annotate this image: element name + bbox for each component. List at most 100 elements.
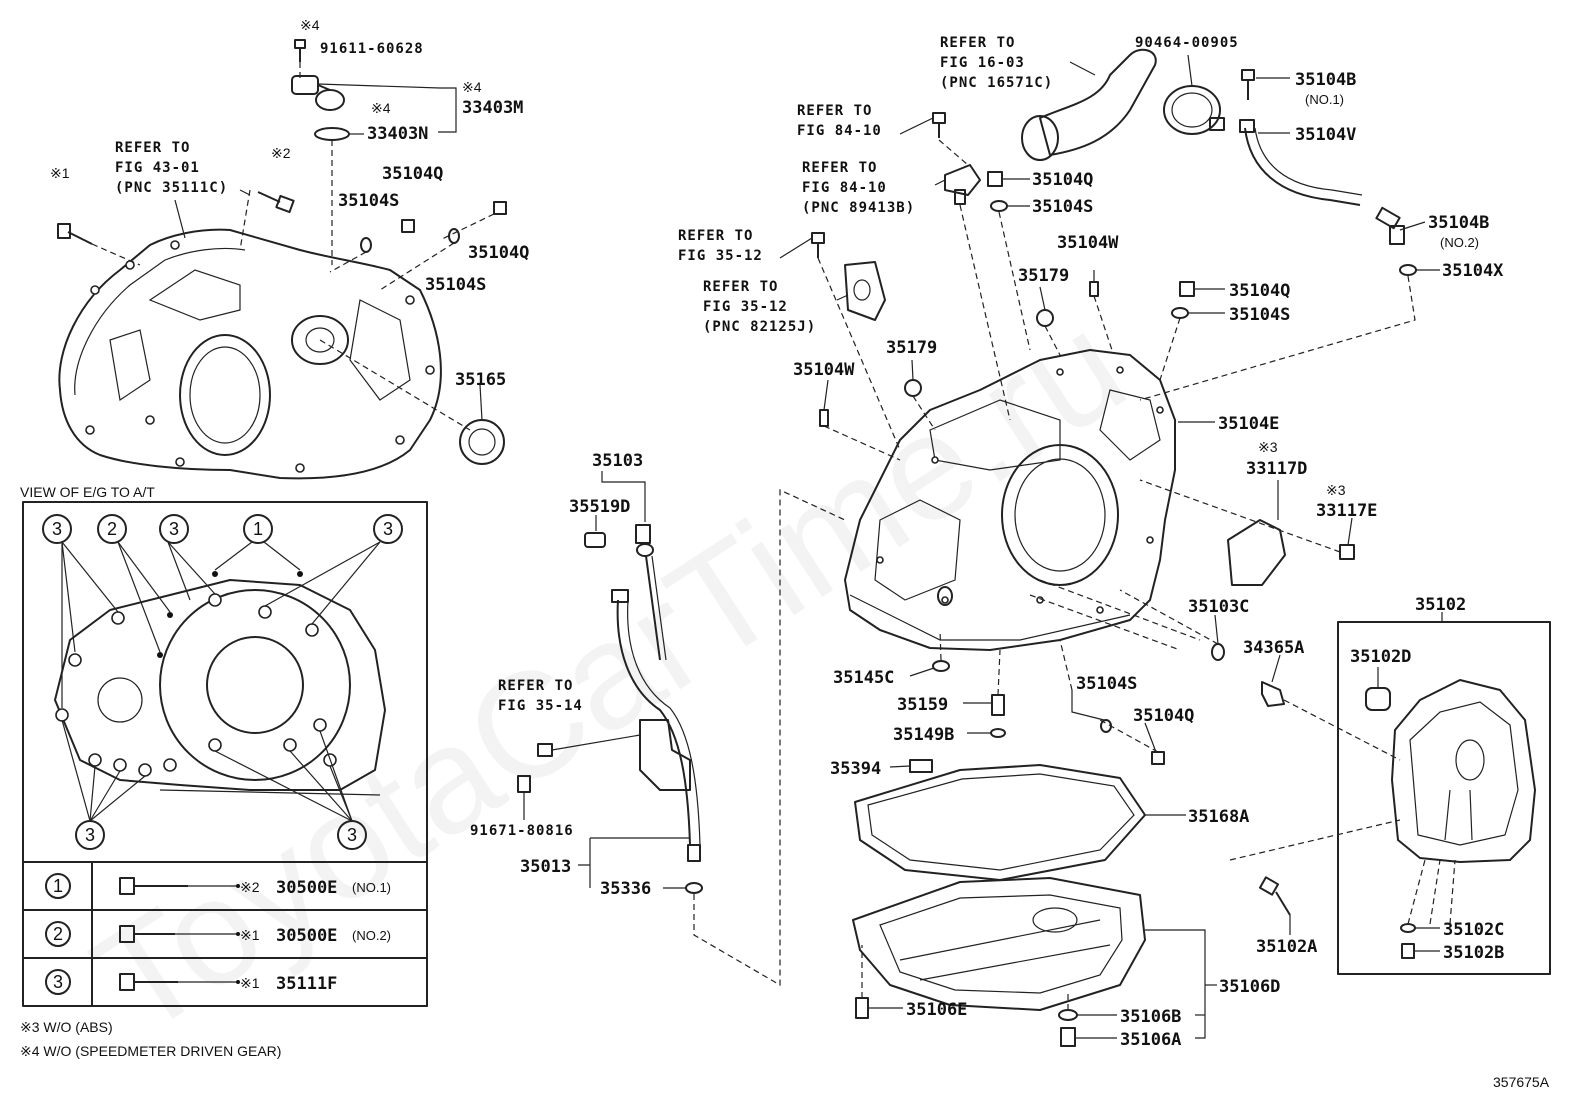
label-90464-00905: 90464-00905 — [1135, 35, 1239, 51]
label-35106d: 35106D — [1219, 977, 1280, 997]
svg-text:REFER TO: REFER TO — [703, 279, 778, 295]
mark-2-bolt: ※2 — [271, 145, 291, 161]
bolt-35104q-d — [1179, 281, 1195, 297]
label-33403n: 33403N — [367, 124, 428, 144]
bolt-35104q-b — [493, 201, 507, 215]
svg-text:REFER TO: REFER TO — [115, 140, 190, 156]
svg-text:※1: ※1 — [240, 975, 260, 991]
o-ring-35336 — [685, 882, 703, 894]
hose-pnc-16571c — [1021, 48, 1157, 161]
label-35104w-a: 35104W — [1057, 233, 1119, 253]
bracket-33117d — [1227, 519, 1286, 586]
oil-pan-35106d — [852, 877, 1146, 1011]
svg-text:REFER TO: REFER TO — [498, 678, 573, 694]
inset-row-2: 2 ※1 30500E (NO.2) — [45, 921, 391, 947]
inset-row-1: 1 ※2 30500E (NO.1) — [45, 873, 391, 899]
connector-34365a — [1261, 681, 1285, 707]
inset-circle-7: 3 — [347, 825, 357, 845]
svg-text:(PNC 89413B): (PNC 89413B) — [802, 200, 915, 216]
label-35104s-e: 35104S — [1076, 674, 1137, 694]
cover-group-box — [1337, 621, 1551, 975]
svg-text:※2: ※2 — [240, 879, 260, 895]
label-35104b-no1-sub: (NO.1) — [1305, 92, 1344, 107]
label-35013: 35013 — [520, 857, 571, 877]
label-35168a: 35168A — [1188, 807, 1249, 827]
label-35102: 35102 — [1415, 595, 1466, 615]
svg-text:35111F: 35111F — [276, 974, 337, 994]
gasket-35104s-a — [360, 237, 372, 253]
bearing-35102d — [1365, 687, 1391, 711]
mark-4-33403m: ※4 — [462, 79, 482, 95]
label-35145c: 35145C — [833, 668, 894, 688]
label-35104q-b: 35104Q — [468, 243, 529, 263]
svg-text:REFER TO: REFER TO — [940, 35, 1015, 51]
label-35104s-d: 35104S — [1229, 305, 1290, 325]
cover-35102 — [1391, 679, 1536, 863]
watermark: ToyotaCarTime.ru — [66, 280, 1153, 1067]
label-33403m: 33403M — [462, 98, 523, 118]
speedometer-gear-bolt — [294, 39, 306, 62]
reference-fig-84-10-a: REFER TO FIG 84-10 — [797, 103, 881, 139]
svg-text:REFER TO: REFER TO — [678, 228, 753, 244]
bolt-35104q-c — [987, 171, 1003, 187]
inset-view: 3 2 3 1 3 3 3 — [22, 501, 428, 1007]
svg-text:30500E: 30500E — [276, 878, 337, 898]
gasket-35145c — [932, 660, 950, 672]
svg-text:30500E: 30500E — [276, 926, 337, 946]
label-35104s-a: 35104S — [338, 191, 399, 211]
label-91611-60628: 91611-60628 — [320, 41, 424, 57]
o-ring-33403n — [314, 127, 350, 141]
hose-35104v — [1239, 119, 1363, 206]
footnote-abs: ※3 W/O (ABS) — [20, 1019, 113, 1035]
label-35104b-no1: 35104B — [1295, 70, 1356, 90]
dipstick-cap-35519d — [584, 532, 606, 548]
svg-text:FIG 16-03: FIG 16-03 — [940, 55, 1025, 71]
gasket-35104s-c — [990, 200, 1008, 212]
tube-bracket — [639, 719, 691, 791]
label-35102c: 35102C — [1443, 920, 1504, 940]
reference-fig-84-10-b: REFER TO FIG 84-10 (PNC 89413B) — [802, 160, 915, 216]
sensor-82125j — [844, 261, 886, 321]
inset-circle-6: 3 — [85, 825, 95, 845]
diagram-id: 357675A — [1493, 1074, 1550, 1090]
reference-fig-35-14: REFER TO FIG 35-14 — [498, 678, 582, 714]
label-35106a: 35106A — [1120, 1030, 1181, 1050]
bolt-35104q-a — [401, 219, 415, 233]
dipstick-tube-35013 — [611, 589, 701, 862]
label-35104b-no2-sub: (NO.2) — [1440, 235, 1479, 250]
bolt-33117e — [1339, 544, 1355, 560]
label-35104s-c: 35104S — [1032, 197, 1093, 217]
footnote-speedometer: ※4 W/O (SPEEDMETER DRIVEN GEAR) — [20, 1043, 281, 1059]
label-35104x: 35104X — [1442, 261, 1504, 281]
o-ring-35102c — [1400, 923, 1416, 933]
gasket-35106b — [1058, 1009, 1078, 1021]
label-35149b: 35149B — [893, 725, 954, 745]
label-35104q-d: 35104Q — [1229, 281, 1290, 301]
speedometer-driven-gear — [291, 75, 345, 111]
mark-3-33117d: ※3 — [1258, 439, 1278, 455]
svg-text:FIG 35-12: FIG 35-12 — [678, 248, 763, 264]
label-35165: 35165 — [455, 370, 506, 390]
tube-35159 — [991, 694, 1005, 716]
oil-pan-gasket-35168a — [854, 764, 1146, 881]
svg-text:2: 2 — [53, 924, 63, 944]
union-35104b-2 — [1375, 206, 1405, 245]
label-35103c: 35103C — [1188, 597, 1249, 617]
reference-fig-35-12-a: REFER TO FIG 35-12 — [678, 228, 763, 264]
label-35104v: 35104V — [1295, 125, 1356, 145]
inset-circle-3: 3 — [169, 519, 179, 539]
magnet-35394 — [909, 759, 933, 773]
mark-3-33117e: ※3 — [1326, 482, 1346, 498]
mark-4-top: ※4 — [300, 17, 320, 33]
svg-text:(NO.2): (NO.2) — [352, 928, 391, 943]
inset-circle-1: 3 — [52, 519, 62, 539]
label-35104q-a: 35104Q — [382, 164, 443, 184]
label-91671-80816: 91671-80816 — [470, 823, 574, 839]
bolt-35104b-1 — [1241, 69, 1255, 100]
bolt-fig-35-12 — [811, 232, 825, 258]
svg-text:REFER TO: REFER TO — [802, 160, 877, 176]
svg-text:(NO.1): (NO.1) — [352, 880, 391, 895]
svg-text:FIG 43-01: FIG 43-01 — [115, 160, 200, 176]
label-35103: 35103 — [592, 451, 643, 471]
bolt-left — [57, 223, 93, 245]
